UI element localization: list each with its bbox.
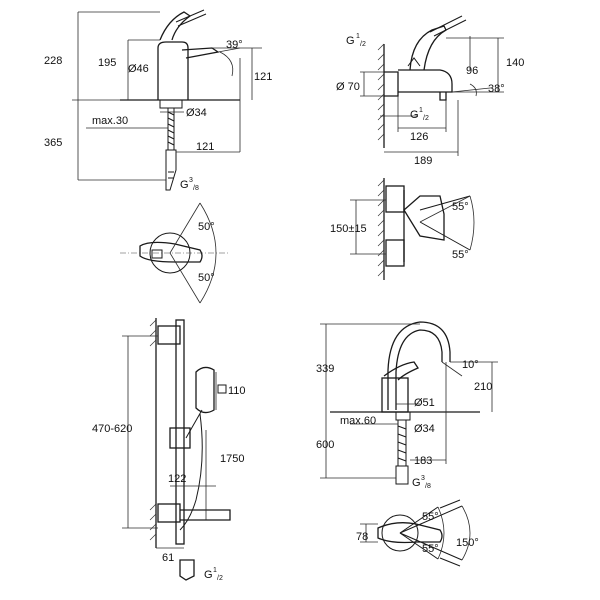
shower-width-122: 122: [168, 473, 186, 485]
sink-thread-sub: /8: [425, 483, 431, 490]
sink-reach-183: 183: [414, 455, 432, 467]
basin-dia-34: Ø34: [186, 107, 207, 119]
shower-hose-1750: 1750: [220, 453, 244, 465]
bath-mixer-front-view: [350, 178, 475, 280]
sink-rot-55b: 55°: [422, 543, 439, 555]
sink-dia-51: Ø51: [414, 397, 435, 409]
bath-thread-g-a: G: [346, 35, 355, 47]
bath-rot-55a: 55°: [452, 201, 469, 213]
bath-reach-126: 126: [410, 131, 428, 143]
sink-thread-g: G: [412, 477, 421, 489]
sink-depth-600: 600: [316, 439, 334, 451]
shower-depth-61: 61: [162, 552, 174, 564]
basin-thread-sup: 3: [189, 177, 193, 184]
basin-angle-39: 39°: [226, 39, 243, 51]
sink-mixer-top-view: [360, 499, 471, 567]
shower-rail-470-620: 470-620: [92, 423, 132, 435]
basin-mixer-side-view: [72, 9, 262, 191]
basin-thread-sub: /8: [193, 185, 199, 192]
sink-spout-210: 210: [474, 381, 492, 393]
bath-height-140: 140: [506, 57, 524, 69]
bath-thread-g-b: G: [410, 109, 419, 121]
bath-reach-189: 189: [414, 155, 432, 167]
sink-swivel-150: 150°: [456, 537, 479, 549]
basin-depth-365: 365: [44, 137, 62, 149]
sink-mixer-side-view: [320, 321, 498, 485]
sink-height-339: 339: [316, 363, 334, 375]
shower-set-view: [122, 318, 231, 581]
bath-dia-70: Ø 70: [336, 81, 360, 93]
basin-rot-50b: 50°: [198, 272, 215, 284]
sink-max-60: max.60: [340, 415, 376, 427]
sink-rot-55a: 55°: [422, 511, 439, 523]
shower-head-110: 110: [228, 385, 246, 397]
basin-spout-121: 121: [254, 71, 272, 83]
square-symbol-icon: [217, 384, 227, 394]
basin-thread-g: G: [180, 179, 189, 191]
sink-thread-sup: 3: [421, 475, 425, 482]
bath-thread-a-sup: 1: [356, 33, 360, 40]
sink-dia-34: Ø34: [414, 423, 435, 435]
basin-rot-50a: 50°: [198, 221, 215, 233]
bath-mixer-side-view: [360, 15, 504, 156]
shower-thread-sub: /2: [217, 575, 223, 582]
basin-dia-46: Ø46: [128, 63, 149, 75]
bath-spout-96: 96: [466, 65, 478, 77]
basin-height-195: 195: [98, 57, 116, 69]
sink-angle-10: 10°: [462, 359, 479, 371]
shower-thread-sup: 1: [213, 567, 217, 574]
basin-reach-121: 121: [196, 141, 214, 153]
basin-height-228: 228: [44, 55, 62, 67]
basin-max-30: max.30: [92, 115, 128, 127]
basin-mixer-top-view: [120, 202, 230, 304]
bath-spacing-150: 150±15: [330, 223, 367, 235]
bath-rot-55b: 55°: [452, 249, 469, 261]
bath-thread-a-sub: /2: [360, 41, 366, 48]
bath-thread-b-sup: 1: [419, 107, 423, 114]
shower-thread-g: G: [204, 569, 213, 581]
bath-thread-b-sub: /2: [423, 115, 429, 122]
sink-width-78: 78: [356, 531, 368, 543]
bath-angle-38: 38°: [488, 83, 505, 95]
